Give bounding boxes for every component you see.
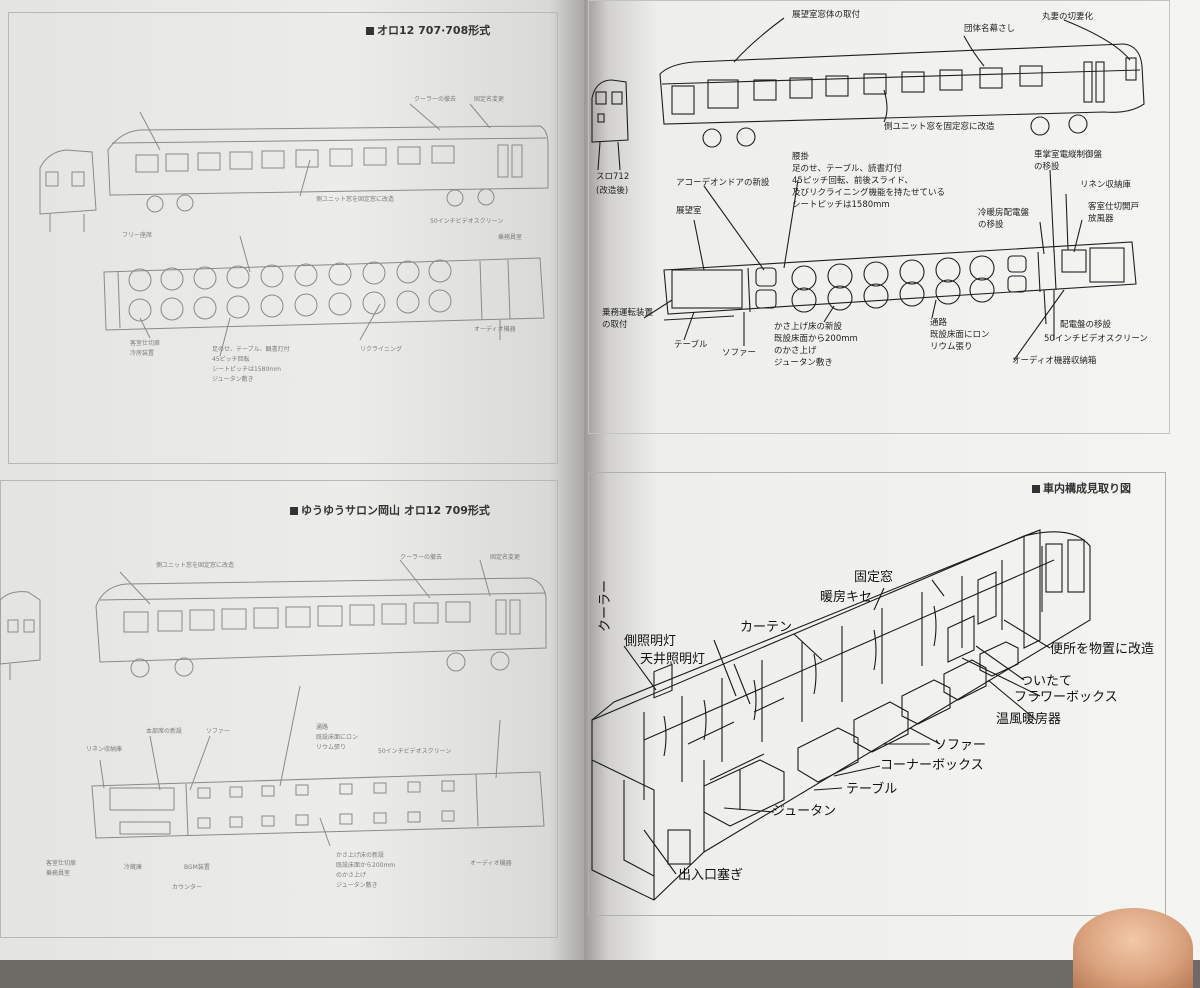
right-side-label-fixed-window: 側ユニット窓を固定窓に改造: [884, 122, 995, 132]
plan-label-audio: オーディオ機器収納箱: [1012, 356, 1097, 366]
left-bottom-plan-label-4: 通路: [316, 724, 329, 731]
left-bottom-plan-label-7: 50インチビデオスクリーン: [378, 748, 452, 755]
interior-label-fixed-window: 固定窓: [854, 570, 894, 585]
plan-label-aisle-2: 既設床面にロン: [930, 330, 990, 340]
plan-label-driver-1: 乗務運転装置: [602, 308, 654, 318]
left-bottom-plan-label-12: 客室仕切扉: [46, 860, 77, 867]
left-bottom-side-label-3: 固定名変更: [490, 554, 521, 561]
plan-label-linen: リネン収納庫: [1080, 180, 1132, 190]
right-side-label-group-name: 団体名幕さし: [964, 24, 1016, 34]
left-top-plan-label-1: フリー座席: [122, 232, 153, 239]
plan-label-raised-1: かさ上げ床の新設: [774, 322, 843, 332]
left-bottom-drawing: [0, 559, 547, 847]
left-top-drawing: [39, 103, 549, 357]
left-top-side-label-2: クーラーの撤去: [414, 96, 457, 103]
left-top-panel-title: オロ12 707·708形式: [366, 22, 490, 38]
interior-label-sofa: ソファー: [934, 738, 987, 753]
left-bottom-plan-label-17: オーディオ機器: [470, 860, 512, 867]
plan-label-partition-1: 客室仕切開戸: [1088, 202, 1140, 212]
plan-label-partition-2: 放風器: [1088, 214, 1114, 224]
left-bottom-plan-label-10: のかさ上げ: [336, 872, 367, 879]
left-bottom-plan-label-6: リウム張り: [316, 744, 347, 751]
interior-cutaway-drawing: [591, 529, 1091, 901]
plan-label-cooling-2: の移設: [978, 220, 1004, 230]
plan-label-aisle-1: 通路: [930, 318, 948, 328]
left-bottom-plan-label-2: ソファー: [206, 728, 231, 735]
right-side-label-gable: 丸妻の切妻化: [1042, 12, 1094, 22]
left-bottom-plan-label-13: 乗務員室: [46, 870, 71, 877]
interior-label-heater-cover: 暖房キセ: [820, 590, 873, 605]
right-page: 展望室窓体の取付 団体名幕さし 丸妻の切妻化 側ユニット窓を固定窓に改造 スロ7…: [584, 0, 1200, 960]
interior-label-air-heater: 温風暖房器: [996, 712, 1062, 727]
plan-label-accordion-door: アコーデオンドアの新設: [676, 178, 770, 188]
right-top-drawing: [591, 17, 1145, 361]
plan-label-vehicle-control-1: 車掌室電縦制御盤: [1034, 150, 1103, 160]
left-bottom-plan-label-16: カウンター: [172, 884, 203, 891]
left-top-plan-label-9: 乗務員室: [498, 234, 523, 241]
plan-label-cooling-1: 冷暖房配電盤: [978, 208, 1030, 218]
interior-label-partition: ついたて: [1020, 674, 1073, 689]
left-bottom-plan-label-3: リネン収納庫: [86, 746, 123, 753]
left-top-plan-label-7: ジュータン敷き: [212, 376, 254, 383]
plan-label-vehicle-control-2: の移設: [1034, 162, 1060, 172]
interior-label-carpet: ジュータン: [772, 804, 837, 819]
interior-label-table: テーブル: [846, 782, 898, 797]
left-top-plan-label-11: リクライニング: [360, 346, 403, 353]
left-bottom-side-label-1: 側ユニット窓を固定窓に改造: [156, 562, 235, 569]
left-page: オロ12 707·708形式: [0, 0, 584, 960]
interior-label-cooler: クーラー: [598, 579, 613, 632]
plan-label-driver-2: の取付: [602, 320, 628, 330]
plan-label-raised-4: ジュータン敷き: [774, 358, 833, 368]
left-top-plan-label-8: 50インチビデオスクリーン: [430, 218, 504, 225]
left-bottom-panel-title: ゆうゆうサロン岡山 オロ12 709形式: [290, 502, 490, 518]
plan-label-seat-line-4: シートピッチは1580mm: [792, 200, 890, 210]
plan-label-raised-3: のかさ上げ: [774, 346, 817, 356]
right-bottom-panel-title: 車内構成見取り図: [1032, 480, 1131, 496]
plan-label-raised-2: 既設床面から200mm: [774, 334, 858, 344]
right-bottom-panel: [588, 472, 1166, 916]
plan-label-seat-title: 腰掛: [792, 152, 810, 162]
left-bottom-plan-label-11: ジュータン敷き: [336, 882, 378, 889]
left-top-plan-label-5: 45ピッチ回転: [212, 356, 250, 363]
interior-label-ceiling-light: 天井照明灯: [640, 652, 706, 667]
interior-label-corner-box: コーナーボックス: [880, 758, 984, 773]
left-bottom-plan-label-8: かさ上げ床の新設: [336, 852, 385, 859]
plan-label-screen: 50インチビデオスクリーン: [1044, 334, 1148, 344]
left-bottom-plan-label-5: 既設床面にロン: [316, 734, 359, 741]
plan-label-seat-line-3: 及びリクライニング機能を持たせている: [792, 188, 946, 198]
right-top-panel: [588, 0, 1170, 434]
interior-label-curtain: カーテン: [740, 620, 793, 635]
left-bottom-plan-label-15: BGM装置: [184, 864, 210, 871]
left-top-side-label-1: 側ユニット窓を固定窓に改造: [316, 196, 395, 203]
left-top-plan-label-6: シートピッチは1580mm: [212, 366, 281, 373]
interior-label-side-light: 側照明灯: [624, 634, 677, 649]
plan-label-observation: 展望室: [676, 206, 702, 216]
left-top-plan-label-4: 足のせ、テーブル、観書灯付: [212, 346, 290, 353]
interior-label-toilet: 便所を物置に改造: [1050, 642, 1155, 657]
car-number-label: スロ712: [596, 172, 630, 182]
left-bottom-panel: [0, 480, 558, 938]
left-top-plan-label-2: 客室仕切扉: [130, 340, 161, 347]
left-bottom-plan-label-9: 既設床面から200mm: [336, 862, 396, 869]
left-bottom-side-label-2: クーラーの撤去: [400, 554, 443, 561]
interior-label-entrance-blocked: 出入口塞ぎ: [678, 868, 744, 883]
plan-label-aisle-3: リウム張り: [930, 342, 973, 352]
right-side-label-observation-window: 展望室窓体の取付: [792, 10, 861, 20]
left-bottom-plan-label-14: 冷蔵庫: [124, 864, 143, 871]
plan-label-seat-line-1: 足のせ、テーブル、読書灯付: [792, 164, 902, 174]
plan-label-table: テーブル: [674, 340, 708, 350]
left-top-plan-label-3: 冷房装置: [130, 350, 155, 357]
left-top-plan-label-10: オーディオ機器: [474, 326, 516, 333]
left-bottom-plan-label-1: 本部席の新設: [146, 728, 183, 735]
plan-label-panel-move: 配電盤の移設: [1060, 320, 1112, 330]
plan-label-sofa: ソファー: [722, 348, 757, 358]
left-top-panel: [8, 12, 558, 464]
plan-label-seat-line-2: 45ピッチ回転、前後スライド、: [792, 176, 913, 186]
left-top-side-label-3: 固定名変更: [474, 96, 505, 103]
interior-label-flower-box: フラワーボックス: [1014, 690, 1118, 705]
car-sublabel: (改造後): [596, 186, 629, 196]
finger-thumb: [1073, 908, 1193, 988]
